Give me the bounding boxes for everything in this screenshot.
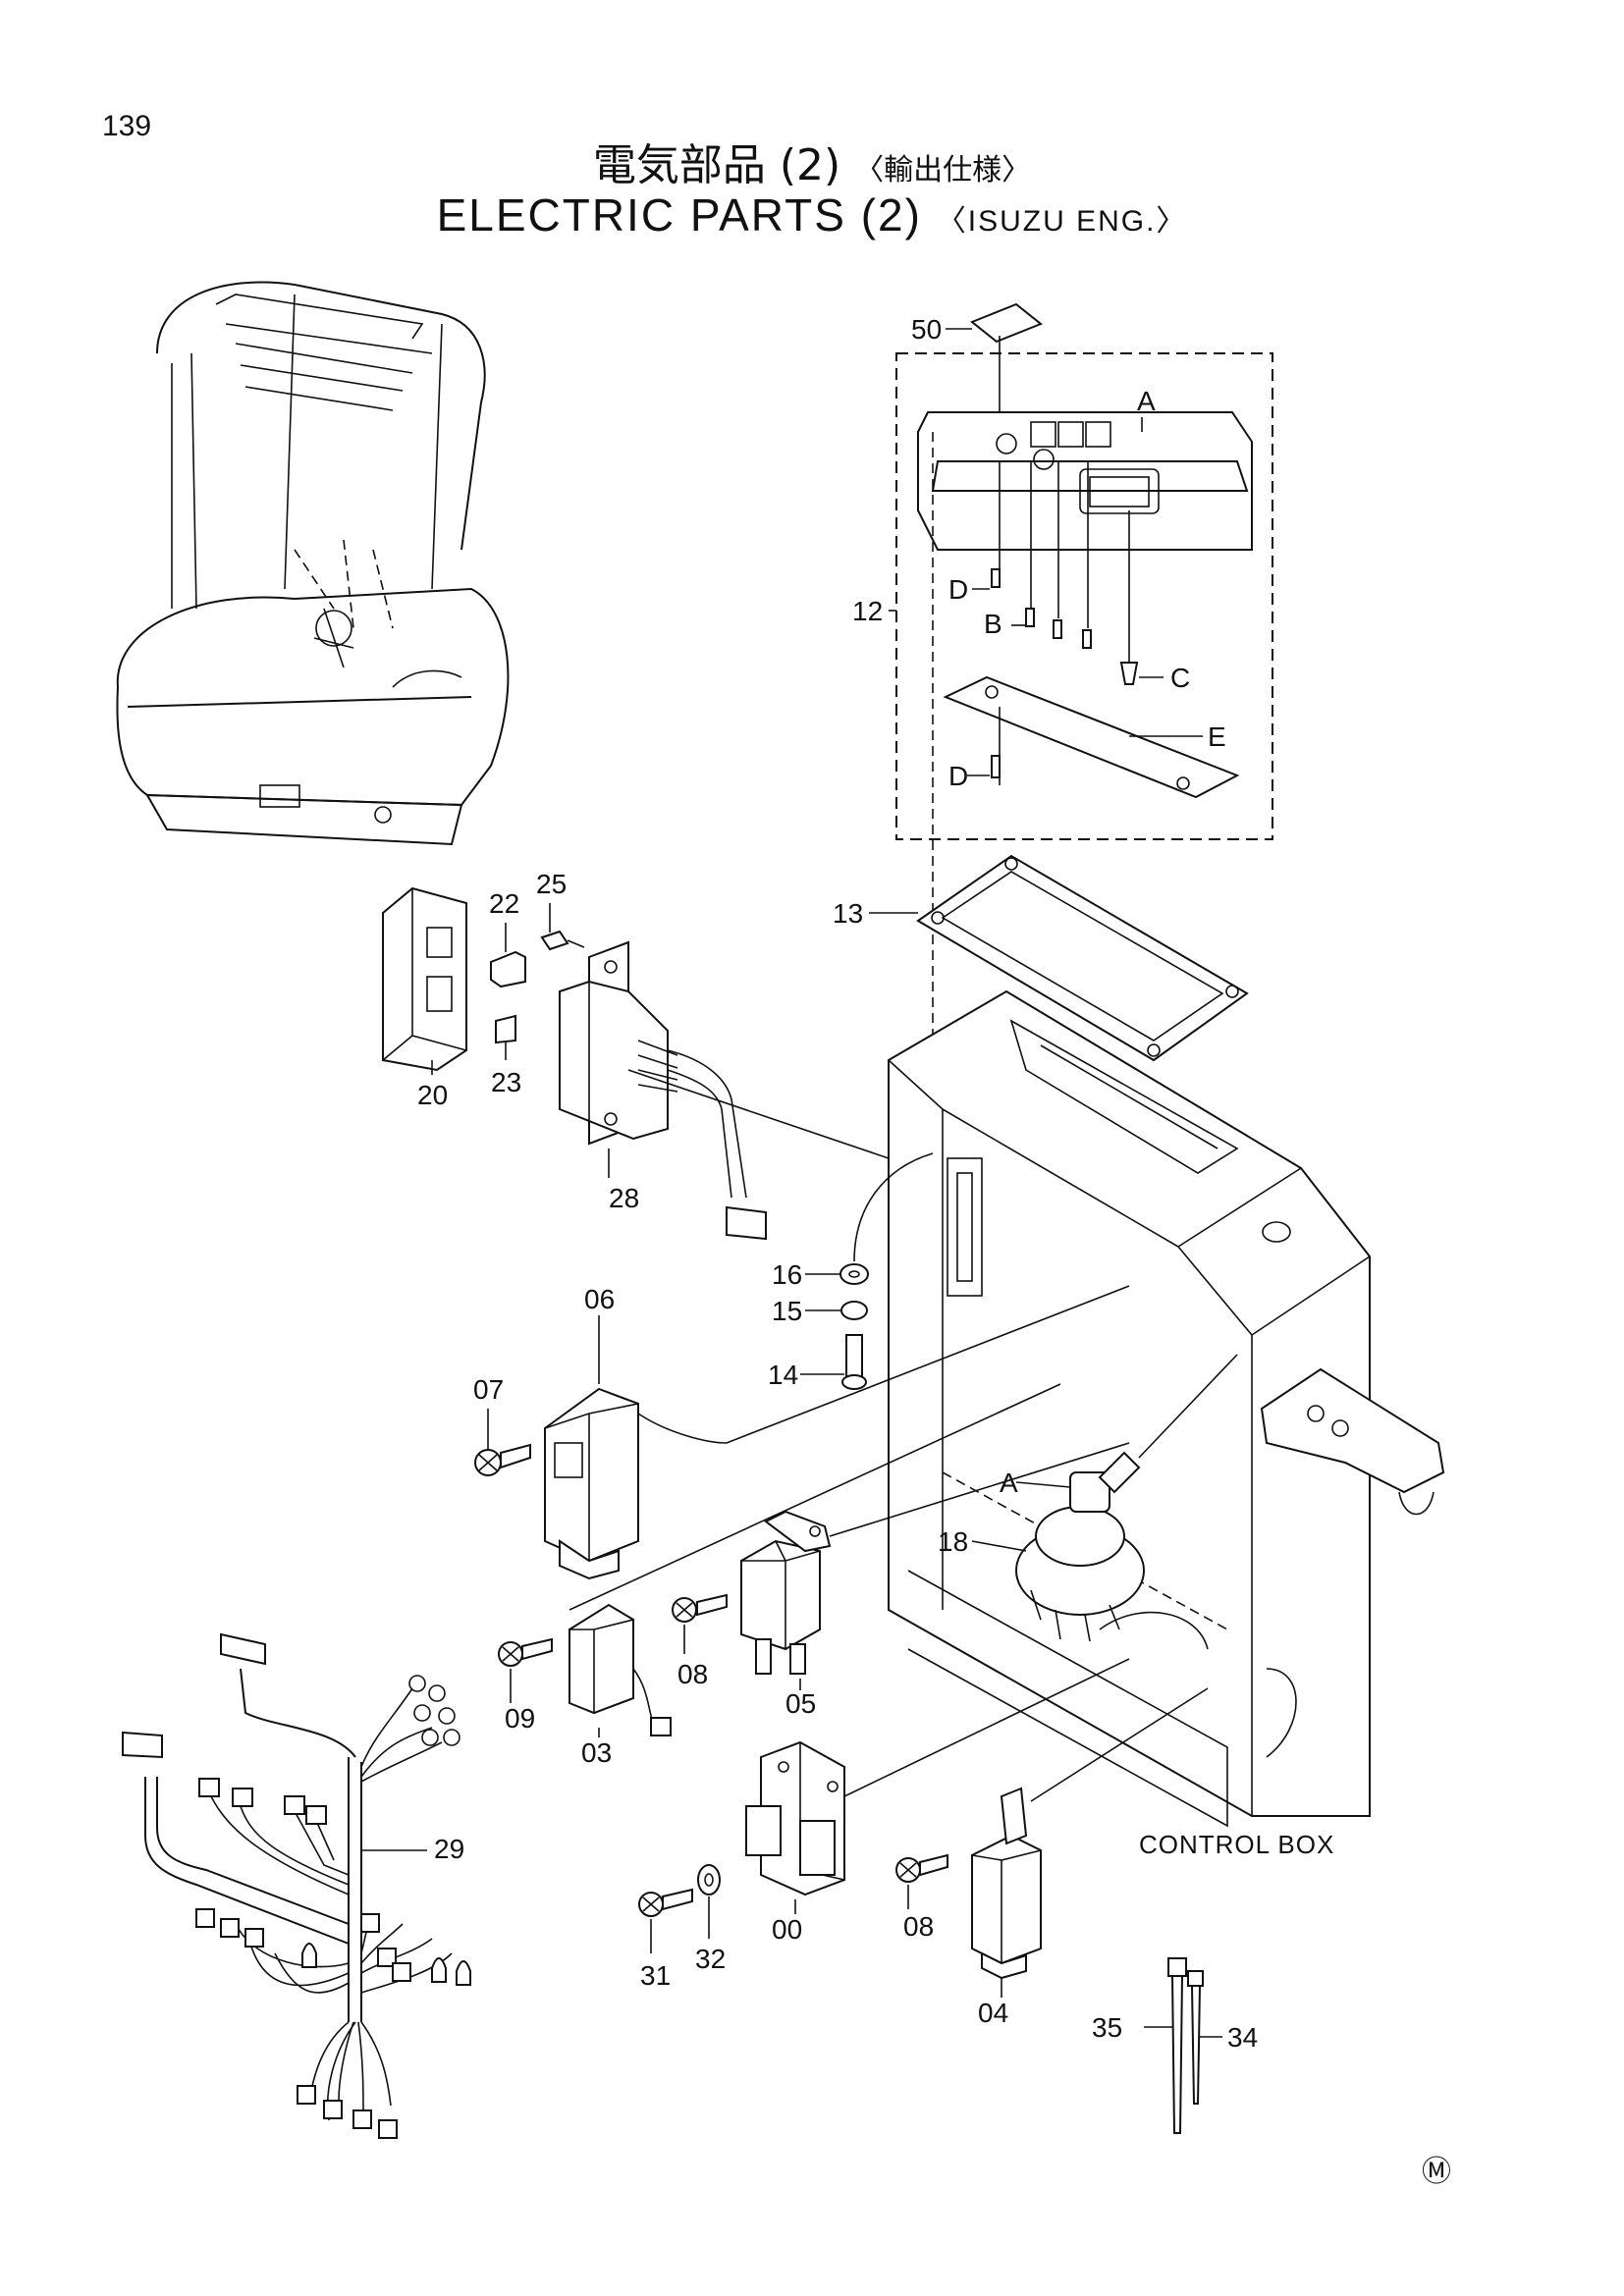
wire-harness-29 bbox=[122, 1632, 471, 2139]
callout-c: C bbox=[1170, 663, 1190, 693]
key-switch-18 bbox=[971, 1354, 1238, 1642]
monitor-panel-group bbox=[889, 302, 1273, 1070]
callout-b: B bbox=[984, 609, 1002, 639]
callout-23: 23 bbox=[491, 1067, 521, 1097]
callout-06: 06 bbox=[584, 1284, 615, 1314]
callout-28: 28 bbox=[609, 1183, 639, 1213]
control-box-label: CONTROL BOX bbox=[1139, 1830, 1334, 1859]
page-number: 139 bbox=[102, 110, 152, 142]
callout-15: 15 bbox=[772, 1296, 802, 1326]
callout-31: 31 bbox=[640, 1960, 671, 1991]
relay-05 bbox=[672, 1442, 1130, 1690]
relay-03 bbox=[498, 1383, 1061, 1737]
callout-e: E bbox=[1208, 721, 1226, 752]
excavator-illustration bbox=[116, 281, 510, 846]
callout-35: 35 bbox=[1092, 2012, 1122, 2043]
control-box bbox=[888, 989, 1445, 1828]
cable-ties bbox=[1144, 1957, 1222, 2134]
callout-d-lower: D bbox=[948, 761, 968, 791]
callout-22: 22 bbox=[489, 888, 519, 919]
hardware-14-15-16 bbox=[800, 1152, 934, 1390]
title-japanese: 電気部品 (2) 〈輸出仕様〉 bbox=[0, 130, 1624, 192]
callout-labels: 50 A 12 D B C E D 13 22 25 20 23 28 16 1… bbox=[417, 314, 1451, 2188]
callout-32: 32 bbox=[695, 1944, 726, 1974]
callout-13: 13 bbox=[833, 898, 863, 929]
title-jp-sub: 〈輸出仕様〉 bbox=[854, 153, 1032, 187]
connector-parts bbox=[382, 886, 585, 1075]
title-jp-main: 電気部品 (2) bbox=[592, 140, 841, 190]
callout-34: 34 bbox=[1227, 2022, 1258, 2053]
controller-28 bbox=[559, 940, 890, 1241]
callout-50: 50 bbox=[911, 314, 942, 345]
callout-12: 12 bbox=[852, 596, 883, 626]
callout-08-lower: 08 bbox=[903, 1911, 934, 1942]
title-english: ELECTRIC PARTS (2) 〈ISUZU ENG.〉 bbox=[0, 188, 1624, 241]
callout-05: 05 bbox=[785, 1688, 816, 1719]
callout-a-key: A bbox=[1000, 1468, 1018, 1498]
callout-14: 14 bbox=[768, 1360, 798, 1390]
callout-d-upper: D bbox=[948, 574, 968, 605]
callout-16: 16 bbox=[772, 1259, 802, 1290]
callout-29: 29 bbox=[434, 1834, 464, 1864]
title-en-sub: 〈ISUZU ENG.〉 bbox=[936, 205, 1188, 238]
callout-a-monitor: A bbox=[1137, 386, 1156, 416]
relay-06 bbox=[474, 1285, 1130, 1580]
callout-04: 04 bbox=[978, 1998, 1008, 2028]
callout-20: 20 bbox=[417, 1080, 448, 1110]
relay-04 bbox=[895, 1687, 1209, 1998]
callout-18: 18 bbox=[938, 1526, 968, 1557]
callout-07: 07 bbox=[473, 1374, 504, 1405]
callout-00: 00 bbox=[772, 1914, 802, 1945]
m-mark: Ⓜ bbox=[1422, 2156, 1451, 2188]
callout-09: 09 bbox=[505, 1703, 535, 1734]
callout-08-upper: 08 bbox=[677, 1659, 708, 1689]
title-en-main: ELECTRIC PARTS (2) bbox=[436, 189, 922, 240]
callout-25: 25 bbox=[536, 869, 567, 899]
gasket-13 bbox=[869, 854, 1249, 1062]
relay-00 bbox=[638, 1658, 1130, 1953]
callout-03: 03 bbox=[581, 1737, 612, 1768]
